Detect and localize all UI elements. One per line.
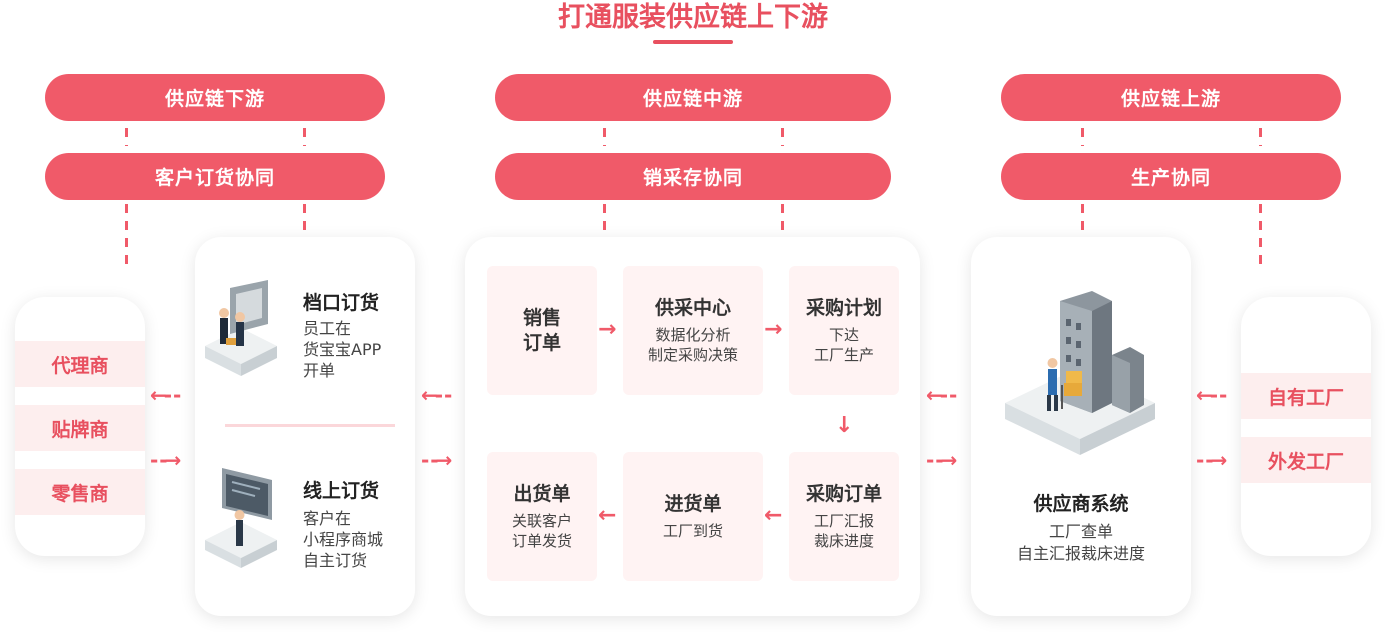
factory-building-illustration-icon <box>1005 291 1155 455</box>
stall-order-line-3: 开单 <box>303 361 336 380</box>
tag-oem: 贴牌商 <box>15 405 145 451</box>
downstream-pill: 供应链下游 <box>45 74 385 121</box>
arrow-down-icon: ↓ <box>835 413 854 438</box>
purchase-order-title: 采购订单 <box>805 483 882 505</box>
dashed-arrow-left-icon: ←- - <box>150 383 181 407</box>
stall-illustration-icon <box>205 280 277 376</box>
dashed-arrow-left-icon: ←- - <box>421 383 452 407</box>
dashed-arrow-right-icon: - -→ <box>926 448 957 472</box>
stall-order-title: 档口订货 <box>303 292 380 314</box>
shipping-order-block: 出货单 关联客户 订单发货 <box>487 452 597 581</box>
connector-dash <box>303 128 306 146</box>
stall-order-line-1: 员工在 <box>303 319 352 338</box>
factory-type-card <box>1241 297 1371 556</box>
online-screen-illustration-icon <box>205 468 277 568</box>
connector-dash <box>1259 128 1262 146</box>
purchase-order-block: 采购订单 工厂汇报 裁床进度 <box>789 452 899 581</box>
connector-dash <box>603 128 606 146</box>
shipping-order-line-2: 订单发货 <box>511 532 572 550</box>
connector-dash <box>303 204 306 238</box>
online-order-title: 线上订货 <box>303 480 380 502</box>
dashed-arrow-right-icon: - -→ <box>1196 448 1227 472</box>
shipping-order-line-1: 关联客户 <box>511 512 572 530</box>
title-underline <box>653 40 733 44</box>
arrow-left-icon: ← <box>598 503 617 528</box>
tag-outsourced-factory: 外发工厂 <box>1241 437 1371 483</box>
supply-center-line-2: 制定采购决策 <box>647 346 738 364</box>
online-order-line-3: 自主订货 <box>303 551 368 570</box>
supplier-system-line-1: 工厂查单 <box>1048 522 1113 541</box>
supply-center-title: 供采中心 <box>654 297 731 319</box>
dashed-arrow-left-icon: ←- - <box>1196 383 1227 407</box>
connector-dash <box>125 204 128 272</box>
dashed-arrow-right-icon: - -→ <box>150 448 181 472</box>
receipt-order-title: 进货单 <box>664 493 722 515</box>
purchase-plan-title: 采购计划 <box>805 297 882 319</box>
stall-order-line-2: 货宝宝APP <box>303 340 382 359</box>
purchase-plan-block: 采购计划 下达 工厂生产 <box>789 266 899 395</box>
supply-center-line-1: 数据化分析 <box>655 326 731 344</box>
upstream-pill: 供应链上游 <box>1001 74 1341 121</box>
receipt-order-block: 进货单 工厂到货 <box>623 452 763 581</box>
arrow-right-icon: → <box>764 317 783 342</box>
sales-purchase-stock-collab-pill: 销采存协同 <box>495 153 891 200</box>
purchase-order-line-1: 工厂汇报 <box>813 512 874 530</box>
purchase-order-line-2: 裁床进度 <box>813 532 874 550</box>
online-order-line-1: 客户在 <box>303 509 352 528</box>
connector-dash <box>603 204 606 238</box>
connector-dash <box>781 128 784 146</box>
arrow-right-icon: → <box>598 317 617 342</box>
divider <box>225 424 395 427</box>
customer-order-collab-pill: 客户订货协同 <box>45 153 385 200</box>
supplier-system-title: 供应商系统 <box>1033 493 1129 515</box>
connector-dash <box>1081 204 1084 238</box>
purchase-plan-line-1: 下达 <box>828 326 859 344</box>
page-title: 打通服装供应链上下游 <box>558 2 828 33</box>
dashed-arrow-right-icon: - -→ <box>421 448 452 472</box>
midstream-pill: 供应链中游 <box>495 74 891 121</box>
supply-center-block: 供采中心 数据化分析 制定采购决策 <box>623 266 763 395</box>
online-order-line-2: 小程序商城 <box>303 530 384 549</box>
connector-dash <box>125 128 128 146</box>
sales-order-title-2: 订单 <box>522 331 561 354</box>
tag-own-factory: 自有工厂 <box>1241 373 1371 419</box>
connector-dash <box>1081 128 1084 146</box>
connector-dash <box>1259 204 1262 272</box>
supplier-system-line-2: 自主汇报裁床进度 <box>1016 544 1145 563</box>
shipping-order-title: 出货单 <box>513 483 571 505</box>
purchase-plan-line-2: 工厂生产 <box>813 346 874 364</box>
sales-order-title-1: 销售 <box>522 306 561 329</box>
tag-retailer: 零售商 <box>15 469 145 515</box>
tag-agent: 代理商 <box>15 341 145 387</box>
production-collab-pill: 生产协同 <box>1001 153 1341 200</box>
dashed-arrow-left-icon: ←- - <box>926 383 957 407</box>
sales-order-block: 销售 订单 <box>487 266 597 395</box>
connector-dash <box>781 204 784 238</box>
receipt-order-line-1: 工厂到货 <box>662 522 723 540</box>
arrow-left-icon: ← <box>764 503 783 528</box>
